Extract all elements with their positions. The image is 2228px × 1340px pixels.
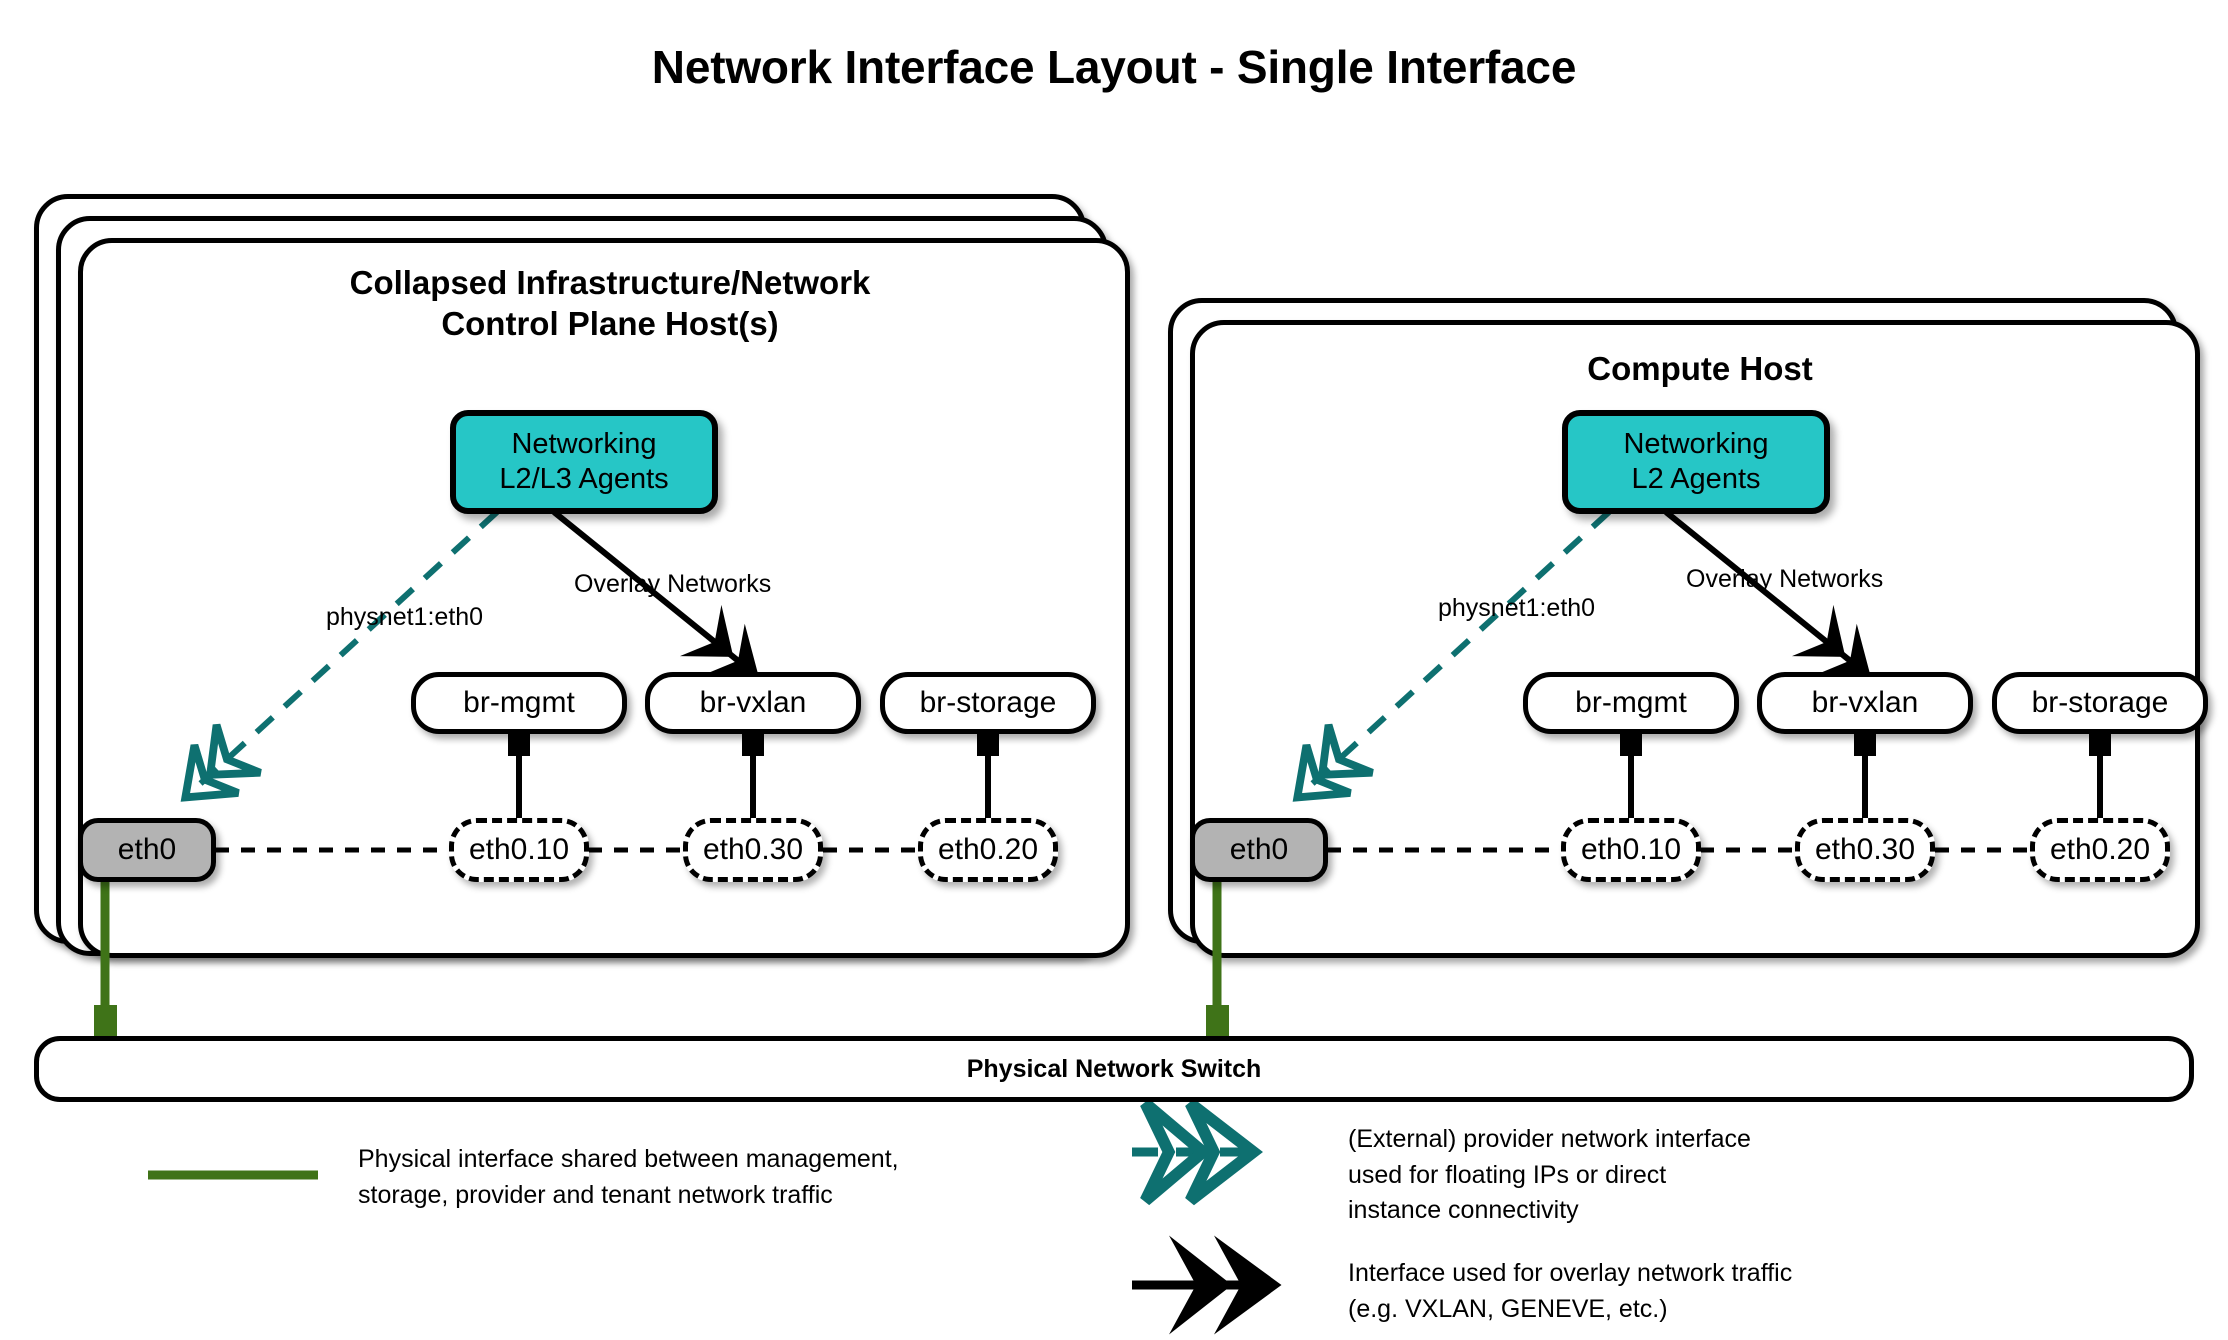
vlan-node-eth0-10-left[interactable]: eth0.10 <box>449 818 589 882</box>
nic-node-eth0-left[interactable]: eth0 <box>78 818 216 882</box>
bridge-node-br-vxlan-left[interactable]: br-vxlan <box>645 672 861 734</box>
legend-text-overlay: Interface used for overlay network traff… <box>1348 1259 1793 1323</box>
vlan-node-eth0-10-right[interactable]: eth0.10 <box>1561 818 1701 882</box>
provider-edge-label-right: physnet1:eth0 <box>1438 594 1596 622</box>
overlay-edge-label-right: Overlay Networks <box>1686 565 1884 593</box>
bridge-node-br-mgmt-left[interactable]: br-mgmt <box>411 672 627 734</box>
agent-node-control-plane[interactable]: Networking L2/L3 Agents <box>450 410 718 514</box>
agent-label-line2: L2/L3 Agents <box>499 463 669 495</box>
provider-edge-label-left: physnet1:eth0 <box>326 603 484 631</box>
agent-node-compute[interactable]: Networking L2 Agents <box>1562 410 1830 514</box>
legend-text-provider: (External) provider network interface us… <box>1348 1125 1751 1224</box>
vlan-node-eth0-30-left[interactable]: eth0.30 <box>683 818 823 882</box>
bridge-node-br-storage-right[interactable]: br-storage <box>1992 672 2208 734</box>
page-title: Network Interface Layout - Single Interf… <box>651 41 1577 93</box>
legend-text-physical: Physical interface shared between manage… <box>358 1145 899 1209</box>
control-plane-host-title: Collapsed Infrastructure/Network Control… <box>140 262 1080 345</box>
bridge-node-br-vxlan-right[interactable]: br-vxlan <box>1757 672 1973 734</box>
physical-network-switch-label: Physical Network Switch <box>966 1054 1262 1083</box>
compute-host-title: Compute Host <box>1250 348 2150 389</box>
control-plane-host-title-line2: Control Plane Host(s) <box>441 305 779 343</box>
agent-label-line1: Networking <box>1623 427 1769 460</box>
bridge-node-br-storage-left[interactable]: br-storage <box>880 672 1096 734</box>
physical-network-switch[interactable]: Physical Network Switch <box>34 1036 2194 1102</box>
nic-node-eth0-right[interactable]: eth0 <box>1190 818 1328 882</box>
vlan-node-eth0-30-right[interactable]: eth0.30 <box>1795 818 1935 882</box>
vlan-node-eth0-20-left[interactable]: eth0.20 <box>918 818 1058 882</box>
compute-host-title-line1: Compute Host <box>1587 350 1813 387</box>
control-plane-host-title-line1: Collapsed Infrastructure/Network <box>349 264 871 301</box>
agent-label-line2: L2 Agents <box>1631 463 1761 495</box>
overlay-edge-label-left: Overlay Networks <box>574 570 772 598</box>
vlan-node-eth0-20-right[interactable]: eth0.20 <box>2030 818 2170 882</box>
bridge-node-br-mgmt-right[interactable]: br-mgmt <box>1523 672 1739 734</box>
agent-label-line1: Networking <box>511 427 657 460</box>
